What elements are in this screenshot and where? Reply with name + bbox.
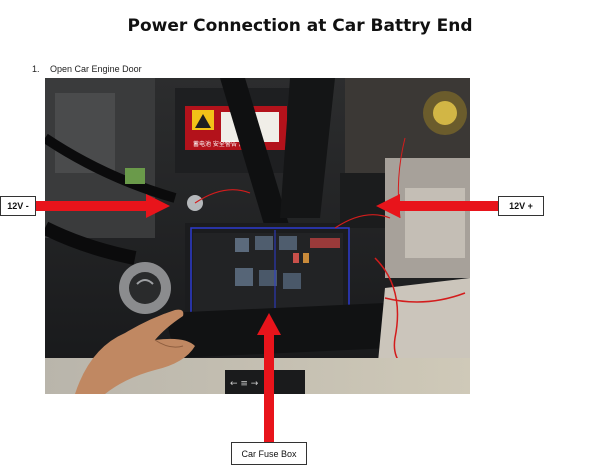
battery-label: 蓄电池 安全警告 危险 bbox=[193, 140, 251, 148]
positive-terminal-label: 12V + bbox=[498, 196, 544, 216]
step-text: Open Car Engine Door bbox=[50, 64, 142, 74]
svg-text:← ≡ →: ← ≡ → bbox=[230, 379, 259, 389]
page-title: Power Connection at Car Battry End bbox=[127, 16, 473, 36]
step-1: 1. Open Car Engine Door bbox=[32, 64, 142, 74]
negative-terminal-label: 12V - bbox=[0, 196, 36, 216]
step-number: 1. bbox=[32, 64, 40, 74]
fuse-box-label: Car Fuse Box bbox=[231, 442, 307, 465]
engine-bay-photo: 蓄电池 安全警告 危险 bbox=[45, 78, 470, 394]
